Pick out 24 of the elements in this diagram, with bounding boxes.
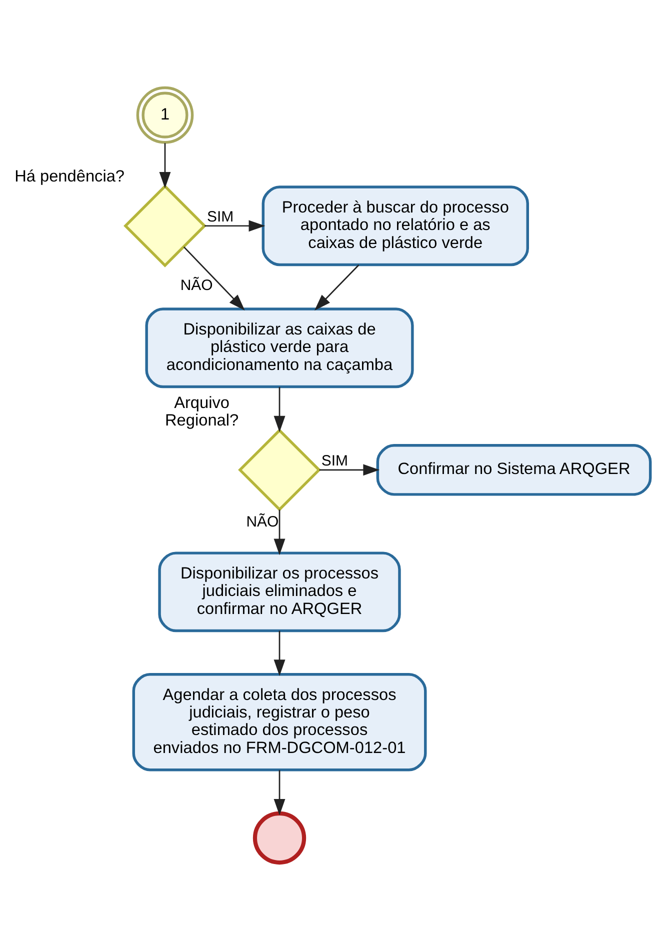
arrow — [319, 464, 380, 476]
arrow — [183, 246, 245, 310]
node-diamond — [238, 428, 321, 512]
edge-label: SIM — [207, 208, 234, 226]
arrow — [274, 387, 286, 432]
node-label: Há pendência? — [14, 168, 125, 186]
node-box: Proceder à buscar do processo apontado no relatório e as caixas de plástico verde — [262, 186, 529, 266]
node-box: Disponibilizar as caixas de plástico verde para acondicionamento na caçamba — [145, 308, 414, 388]
arrow — [274, 770, 286, 816]
edge-label: NÃO — [246, 514, 279, 531]
arrow — [204, 220, 266, 232]
arrow — [274, 510, 286, 556]
edge-label: NÃO — [180, 276, 213, 294]
arrow — [314, 264, 360, 310]
node-label: Arquivo Regional? — [164, 394, 239, 430]
arrow — [159, 143, 171, 188]
node-box: Disponibilizar os processos judiciais eliminados e confirmar no ARQGER — [158, 552, 401, 632]
arrow — [274, 630, 286, 676]
node-box: Confirmar no Sistema ARQGER — [376, 444, 652, 496]
node-circle: 1 — [136, 86, 194, 144]
node-circle — [252, 811, 306, 865]
node-diamond — [124, 184, 206, 268]
node-box: Agendar a coleta dos processos judiciais, registrar o peso estimado dos processos enviados no FRM-DGCOM-012-01 — [132, 673, 427, 772]
edge-label: SIM — [321, 452, 348, 470]
